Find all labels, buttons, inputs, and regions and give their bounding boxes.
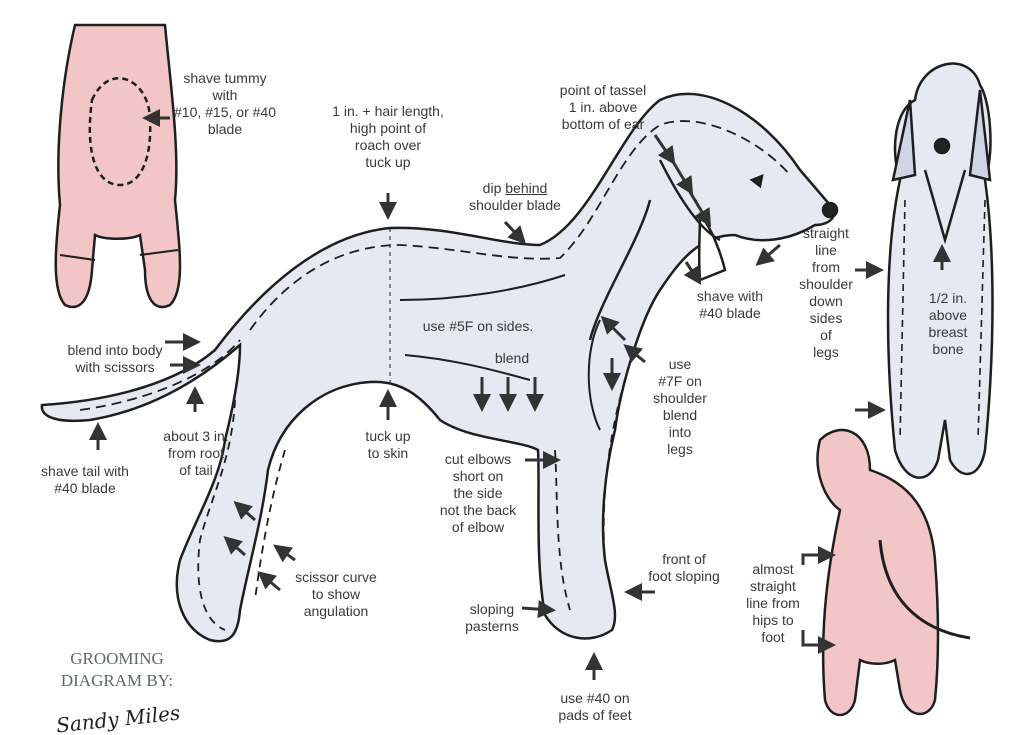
label-line: of <box>820 327 832 343</box>
label-line: tuck up <box>365 428 411 444</box>
label-line: foot <box>761 629 785 645</box>
label-underlined-word: behind <box>505 180 548 196</box>
label-line: breast <box>928 324 968 340</box>
label-line: 1/2 in. <box>928 290 968 306</box>
label-line: blend <box>494 350 530 366</box>
label-line: pads of feet <box>558 707 632 723</box>
label-line: sides <box>809 310 843 326</box>
label-line: above <box>928 307 968 323</box>
label-line: shave with <box>696 288 764 304</box>
label-line: 1 in. above <box>568 99 638 115</box>
label-line: short on <box>452 468 504 484</box>
belly-view-drawing <box>54 23 182 308</box>
label-line: roach over <box>354 137 422 153</box>
label-line: from <box>811 259 840 275</box>
label-line: straight <box>750 578 796 594</box>
label-line: use #40 on <box>560 690 630 706</box>
credit-line: DIAGRAM BY: <box>60 671 174 690</box>
label-line: of tail <box>179 462 213 478</box>
label-line: shoulder <box>653 390 707 406</box>
label-line: blend into body <box>67 342 163 358</box>
label-line: shoulder <box>799 276 853 292</box>
label-line: with scissors <box>75 359 155 375</box>
label-line: line <box>815 242 837 258</box>
label-line: dip <box>482 180 502 196</box>
label-shave-tail: shave tail with#40 blade <box>41 463 129 497</box>
label-line: shave tummy <box>183 70 267 86</box>
annotation-arrows <box>89 109 951 680</box>
label-line: straight <box>803 225 849 241</box>
label-line: to skin <box>367 445 409 461</box>
label-line: #40 blade <box>699 305 761 321</box>
label-line: pasterns <box>465 618 519 634</box>
label-line: high point of <box>349 120 427 136</box>
label-line: use <box>668 356 692 372</box>
label-line: not the back <box>439 502 517 518</box>
label-line: blade <box>207 121 243 137</box>
label-sides: use #5F on sides. <box>423 318 534 335</box>
label-line: down <box>809 293 843 309</box>
label-line: hips to <box>752 612 794 628</box>
label-line: #7F on <box>658 373 702 389</box>
label-line: the side <box>453 485 503 501</box>
label-line: sloping <box>469 601 515 617</box>
label-line: line from <box>746 595 800 611</box>
label-shave-head: shave with#40 blade <box>697 288 763 322</box>
credit-line: GROOMING <box>70 649 164 668</box>
label-line: shoulder blade <box>469 197 561 213</box>
label-blend: blend <box>495 350 529 367</box>
label-line: blend <box>662 407 698 423</box>
label-line: #40 blade <box>54 480 116 496</box>
label-line: angulation <box>303 603 369 619</box>
label-line: cut elbows <box>444 451 512 467</box>
label-line: shave tail with <box>41 463 129 479</box>
label-line: #10, #15, or #40 <box>174 104 276 120</box>
label-line: point of tassel <box>559 82 647 98</box>
label-line: legs <box>667 441 693 457</box>
front-view-dog-drawing <box>886 62 994 479</box>
label-line: 1 in. + hair length, <box>332 103 444 119</box>
label-line: almost <box>752 561 794 577</box>
label-line: of elbow <box>451 519 505 535</box>
label-line: scissor curve <box>295 569 377 585</box>
rear-view-dog-drawing <box>816 428 971 717</box>
credit-text: GROOMING DIAGRAM BY: <box>61 648 173 692</box>
label-line: bottom of ear <box>561 116 645 132</box>
label-line: foot sloping <box>648 568 720 584</box>
label-line: use #5F on sides. <box>422 318 534 334</box>
label-line: to show <box>311 586 361 602</box>
label-line: tuck up <box>365 154 411 170</box>
label-line: about 3 in. <box>163 428 229 444</box>
label-dip-behind-shoulder: dip behind shoulder blade <box>469 180 561 214</box>
label-line: front of <box>662 551 706 567</box>
label-line: legs <box>813 344 839 360</box>
label-line: into <box>668 424 692 440</box>
label-line: with <box>212 87 238 103</box>
label-line: bone <box>932 341 964 357</box>
label-line: from root <box>167 445 225 461</box>
